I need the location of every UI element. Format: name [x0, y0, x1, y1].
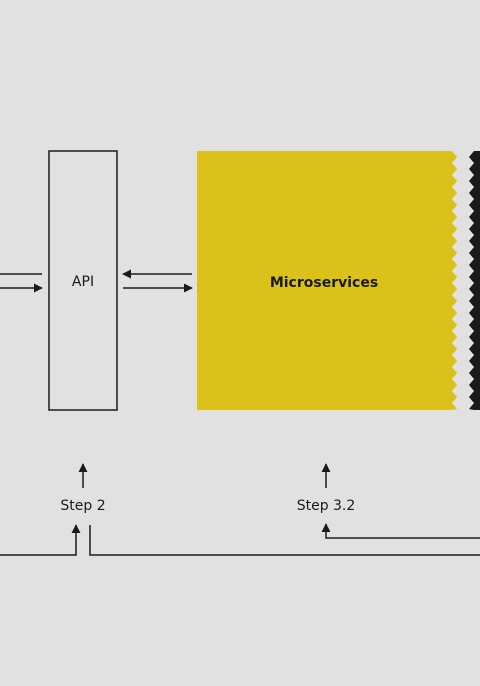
torn-edge-strip — [469, 151, 480, 410]
api-node: API — [48, 150, 118, 411]
connector-from-step-2 — [89, 525, 480, 556]
step-3-2-label: Step 3.2 — [297, 498, 356, 514]
step-3-2-group: Step 3.2 — [297, 463, 356, 514]
left-arrows — [0, 273, 43, 293]
microservices-label: Microservices — [270, 275, 378, 291]
api-label: API — [72, 274, 94, 290]
microservices-node: Microservices — [197, 151, 480, 410]
connector-to-step-3-2 — [321, 523, 480, 539]
bottom-connectors — [0, 523, 480, 556]
microservices-block — [197, 151, 457, 410]
connector-to-step-2 — [0, 524, 81, 556]
api-microservices-arrows — [122, 269, 193, 293]
step-2-label: Step 2 — [60, 498, 105, 514]
step-2-group: Step 2 — [60, 463, 106, 514]
api-box — [48, 150, 118, 411]
